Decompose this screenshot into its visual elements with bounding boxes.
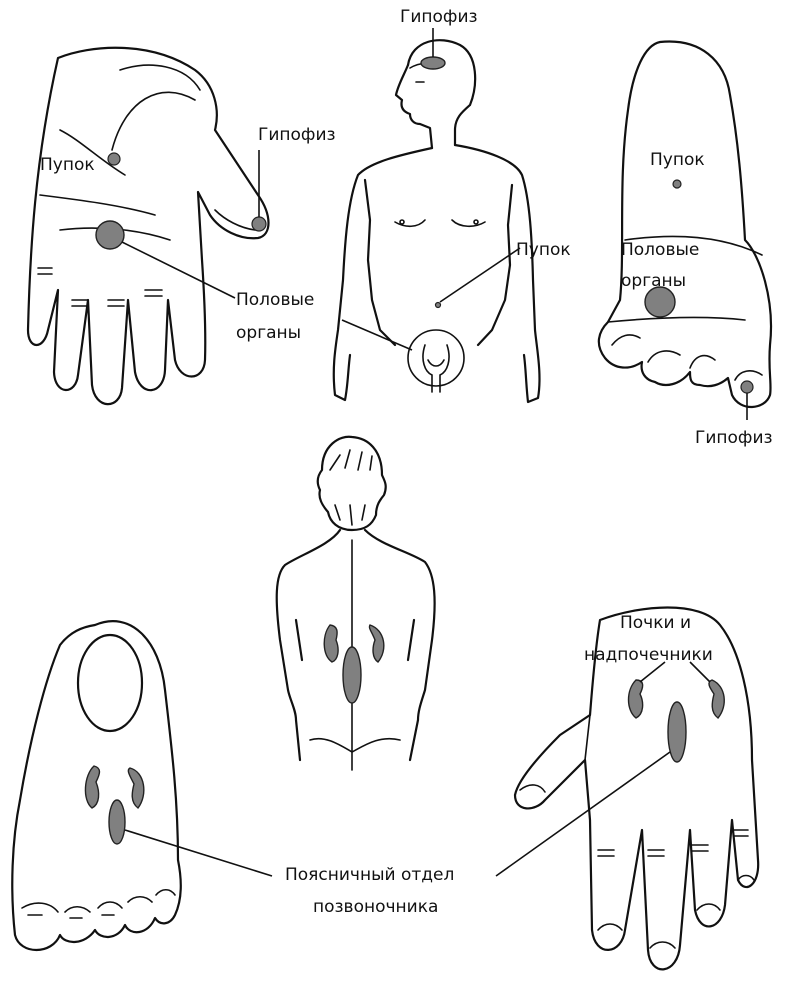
lumbar-spine-back [342,646,362,704]
label-genitals-line2: органы [236,323,301,343]
label-genitals-foot-line2: органы [621,271,686,291]
label-pituitary-head: Гипофиз [400,7,478,27]
foot-top-bottom-left [11,620,273,951]
kidney-right-hand [708,679,725,719]
pituitary-point-foot [740,380,754,394]
navel-point-foot [672,179,682,189]
hand-back-bottom-right: Почки и надпочечники [495,606,760,971]
kidney-left-foot [84,765,101,809]
label-lumbar-line1: Поясничный отдел [285,865,454,885]
genitals-point-hand [95,220,125,250]
label-lumbar-line2: позвоночника [313,897,438,917]
kidney-left-back [323,624,339,663]
pituitary-point-head [420,56,446,70]
genitals-point-foot [644,286,676,318]
lumbar-spine-hand [667,701,687,763]
palm-hand-top-left: Пупок Гипофиз [26,46,336,406]
label-kidneys-line1: Почки и [620,613,691,633]
label-navel-foot: Пупок [650,150,705,170]
label-kidneys-line2: надпочечники [584,645,713,665]
label-genitals-line1: Половые [236,290,314,310]
body-back-figure [275,435,436,771]
foot-sole-top-right: Пупок Половые органы Гипофиз [597,40,773,448]
pituitary-point-hand [251,216,267,232]
label-genitals-foot-line1: Половые [621,240,699,260]
body-front-figure: Гипофиз Пупок [332,7,571,404]
label-navel-hand: Пупок [40,155,95,175]
label-navel-body: Пупок [516,240,571,260]
navel-point-body [434,301,442,309]
kidney-right-foot [127,767,145,809]
label-pituitary-hand: Гипофиз [258,125,336,145]
kidney-left-hand [627,679,644,719]
kidney-right-back [368,624,385,663]
label-pituitary-foot: Гипофиз [695,428,773,448]
lumbar-spine-foot [108,799,126,845]
navel-point-hand [107,152,121,166]
